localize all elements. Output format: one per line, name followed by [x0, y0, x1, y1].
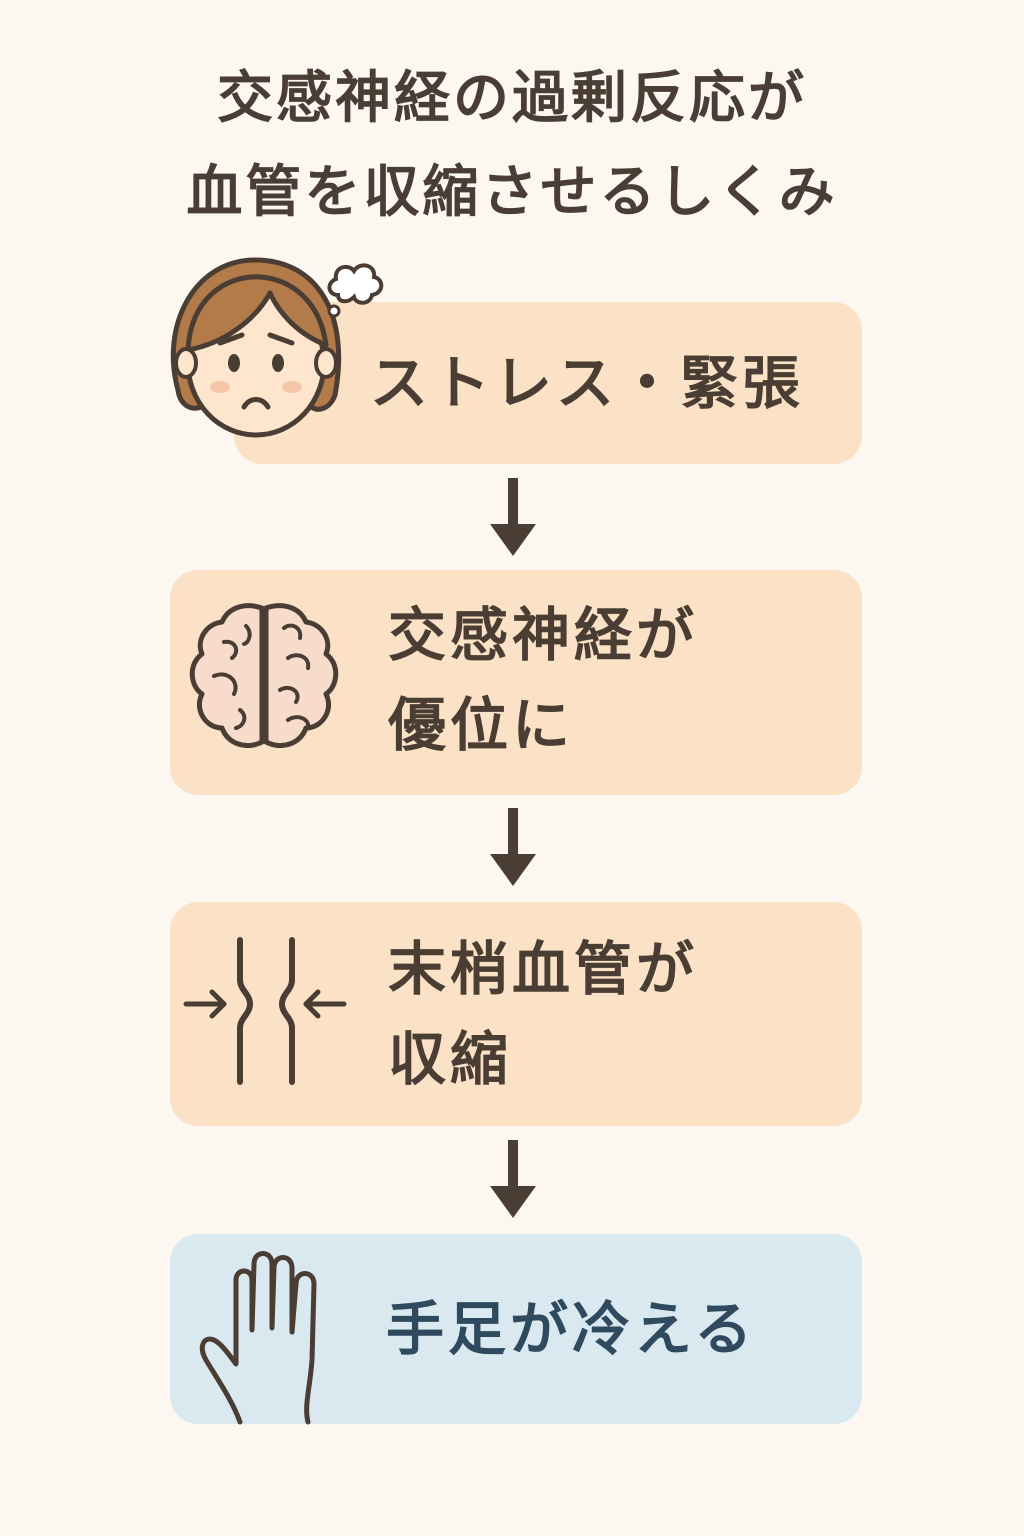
step-cold-label: 手足が冷える	[386, 1295, 757, 1363]
down-arrow-icon	[490, 478, 536, 556]
hand-icon	[192, 1240, 352, 1430]
step-sympathetic-label: 交感神経が 優位に	[388, 601, 699, 759]
diagram-title: 交感神経の過剰反応が 血管を収縮させるしくみ	[0, 52, 1024, 240]
step-vessel-label: 末梢血管が 収縮	[388, 935, 699, 1093]
step-cold-box	[170, 1234, 862, 1424]
down-arrow-icon	[490, 808, 536, 886]
step-stress-label: ストレス・緊張	[370, 349, 805, 417]
title-line-2: 血管を収縮させるしくみ	[186, 160, 838, 225]
title-line-1: 交感神経の過剰反応が	[217, 66, 807, 131]
worried-woman-icon	[150, 255, 390, 445]
down-arrow-icon	[490, 1140, 536, 1218]
brain-icon	[184, 598, 344, 758]
constricted-vessel-icon	[180, 936, 350, 1086]
